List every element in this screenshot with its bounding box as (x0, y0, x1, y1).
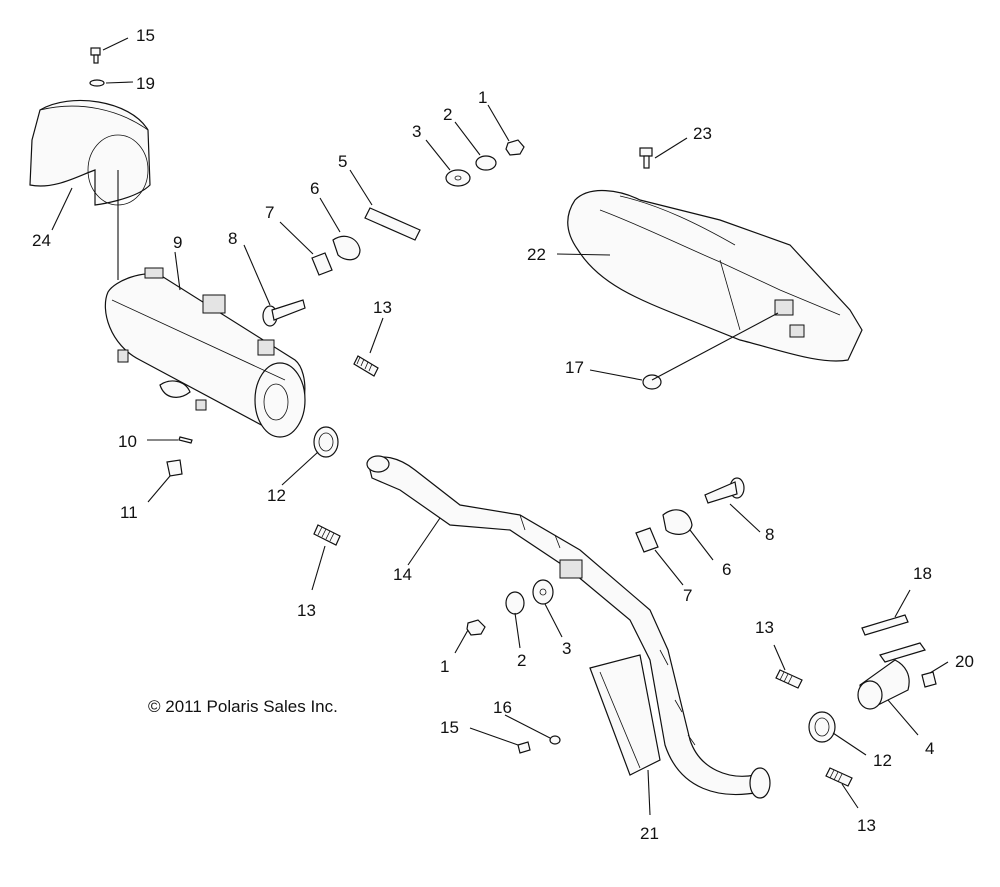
callout-13-upper: 13 (373, 298, 392, 317)
part-13-spring-bottom (825, 767, 853, 787)
part-6-grommet-upper (332, 235, 361, 261)
callout-7-lower: 7 (683, 586, 692, 605)
part-9-muffler (104, 267, 306, 438)
part-10-pin (178, 436, 193, 444)
callout-21: 21 (640, 824, 659, 843)
part-18-flange-gasket (861, 614, 909, 636)
part-13-spring-mid (313, 524, 341, 546)
leader-lines (51, 37, 949, 816)
part-15-bolt-top (90, 47, 101, 64)
part-4-exhaust-flange (857, 642, 926, 710)
callout-12-lower: 12 (873, 751, 892, 770)
callout-14: 14 (393, 565, 412, 584)
part-1-nut-upper (505, 139, 525, 156)
callout-6-lower: 6 (722, 560, 731, 579)
callout-15-lower: 15 (440, 718, 459, 737)
part-14-head-pipe (366, 455, 771, 799)
callout-15-top: 15 (136, 26, 155, 45)
part-8-bolt-lower (704, 477, 745, 504)
callout-5: 5 (338, 152, 347, 171)
callout-1-upper: 1 (478, 88, 487, 107)
callout-23: 23 (693, 124, 712, 143)
callout-2-lower: 2 (517, 651, 526, 670)
part-24-heat-shield-sleeve (29, 99, 151, 206)
part-3-washer-upper (445, 169, 471, 187)
part-1-nut-lower (466, 619, 486, 636)
part-11-clip (166, 459, 183, 477)
part-6-grommet-lower (662, 509, 693, 535)
part-13-spring-upper (353, 355, 379, 377)
callout-19: 19 (136, 74, 155, 93)
callout-13-mid: 13 (297, 601, 316, 620)
part-2-washer-upper (475, 155, 497, 171)
callout-22: 22 (527, 245, 546, 264)
callout-8-lower: 8 (765, 525, 774, 544)
part-23-bolt (639, 147, 653, 169)
part-22-heat-shield (567, 189, 863, 362)
part-15-bolt-lower (517, 741, 531, 754)
part-7-bushing-upper (311, 252, 333, 276)
part-7-bushing-lower (635, 527, 659, 553)
callout-numbers: 15 19 24 9 8 7 6 5 3 2 1 23 22 17 13 10 … (32, 26, 974, 843)
part-21-shield-plate (589, 654, 661, 776)
part-17-nut (642, 374, 662, 390)
callout-2-upper: 2 (443, 105, 452, 124)
copyright-notice: © 2011 Polaris Sales Inc. (148, 697, 338, 716)
part-13-spring-right (775, 669, 803, 689)
callout-3-upper: 3 (412, 122, 421, 141)
callout-16: 16 (493, 698, 512, 717)
part-19-washer (89, 79, 105, 87)
callout-9: 9 (173, 233, 182, 252)
part-12-gasket-upper (313, 426, 339, 458)
callout-13-right: 13 (755, 618, 774, 637)
callout-8-upper: 8 (228, 229, 237, 248)
callout-13-bottom: 13 (857, 816, 876, 835)
part-3-washer-lower (532, 579, 554, 605)
callout-12-upper: 12 (267, 486, 286, 505)
callout-4: 4 (925, 739, 934, 758)
callout-11: 11 (120, 503, 138, 522)
part-12-gasket-lower (808, 711, 836, 743)
part-20-clip (921, 671, 937, 688)
part-8-bolt-upper (262, 299, 306, 327)
callout-17: 17 (565, 358, 584, 377)
callout-1-lower: 1 (440, 657, 449, 676)
callout-24: 24 (32, 231, 51, 250)
callout-10: 10 (118, 432, 137, 451)
callout-7-upper: 7 (265, 203, 274, 222)
callout-18: 18 (913, 564, 932, 583)
callout-20: 20 (955, 652, 974, 671)
part-16-washer (549, 735, 561, 745)
part-2-washer-lower (505, 591, 525, 615)
callout-3-lower: 3 (562, 639, 571, 658)
part-5-bracket (364, 207, 421, 241)
callout-6-upper: 6 (310, 179, 319, 198)
